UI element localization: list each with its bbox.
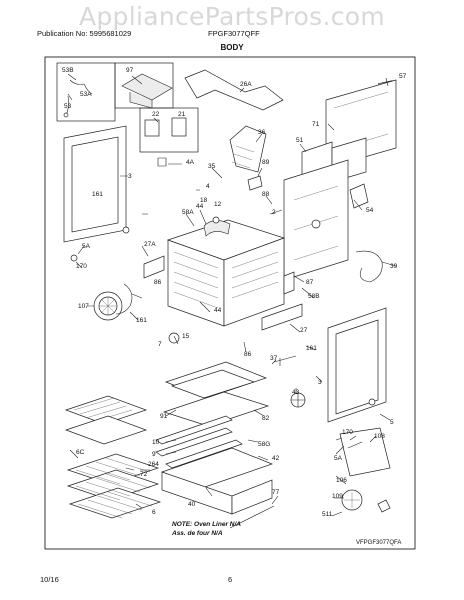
footer-date: 10/16 [40, 575, 59, 584]
callout-label: 77 [272, 489, 280, 496]
callout-label: 91 [160, 413, 168, 420]
callout-label: 44 [214, 307, 222, 314]
callout-label: 7 [158, 341, 162, 348]
callout-label: 86 [244, 351, 252, 358]
callout-label: 58G [258, 441, 270, 448]
callout-label: 57 [399, 73, 407, 80]
callout-label: 82 [262, 415, 270, 422]
callout-label: 26A [240, 81, 252, 88]
callout-label: 4A [186, 159, 195, 166]
callout-label: 58A [182, 209, 194, 216]
callout-label: 18 [200, 197, 208, 204]
callout-label: 6C [76, 449, 85, 456]
callout-label: 109 [332, 493, 343, 500]
callout-label: 27 [300, 327, 308, 334]
callout-label: 3 [318, 379, 322, 386]
callout-label: 108 [374, 433, 385, 440]
callout-label: 4 [206, 183, 210, 190]
watermark: AppliancePartsPros.com [78, 2, 386, 31]
callout-label: 5A [334, 455, 343, 462]
callout-label: 53B [62, 67, 74, 74]
model-number: FPGF3077QFF [208, 29, 260, 38]
callout-label: 5 [390, 419, 394, 426]
note-line-2: Ass. de four N/A [171, 530, 223, 537]
callout-label: 35 [208, 163, 216, 170]
diagram-frame [44, 56, 416, 550]
callout-label: 89 [262, 159, 270, 166]
kit-box-22 [139, 107, 199, 153]
callout-label: 5A [82, 243, 91, 250]
callout-label: 170 [76, 263, 87, 270]
callout-label: 97 [126, 67, 134, 74]
callout-label: 161 [306, 345, 317, 352]
callout-label: 2 [272, 209, 276, 216]
callout-label: 43 [292, 389, 300, 396]
callout-label: 42 [272, 455, 280, 462]
callout-label: 37 [270, 355, 278, 362]
callout-label: 88 [262, 191, 270, 198]
callout-label: 21 [178, 111, 186, 118]
callout-label: 3 [128, 173, 132, 180]
section-title: BODY [220, 43, 244, 52]
callout-label: 22 [152, 111, 160, 118]
note-line-1: NOTE: Oven Liner N/A [172, 521, 241, 528]
callout-label: 12 [214, 201, 222, 208]
callout-label: 54 [366, 207, 374, 214]
callout-label: 39 [390, 263, 398, 270]
figure-code: VFPGF3077QFA [356, 540, 401, 546]
callout-label: 53A [80, 91, 92, 98]
callout-label: 58B [308, 293, 320, 300]
callout-label: 106 [336, 477, 347, 484]
callout-label: 10 [152, 439, 160, 446]
callout-label: 36 [258, 129, 266, 136]
callout-label: 71 [312, 121, 320, 128]
callout-label: 40 [188, 501, 196, 508]
callout-label: 9 [152, 451, 156, 458]
callout-label: 87 [306, 279, 314, 286]
publication-number: Publication No: 5995681029 [37, 29, 132, 38]
callout-label: 161 [136, 317, 147, 324]
callout-label: 53 [64, 103, 72, 110]
callout-label: 15 [182, 333, 190, 340]
callout-label: 27A [144, 241, 156, 248]
callout-label: 86 [154, 279, 162, 286]
callout-label: 264 [148, 461, 159, 468]
callout-label: 170 [342, 429, 353, 436]
callout-label: 6 [152, 509, 156, 516]
footer-page-number: 6 [228, 575, 233, 584]
callout-label: 44 [196, 203, 204, 210]
callout-label: 51 [296, 137, 304, 144]
callout-label: 107 [78, 303, 89, 310]
callout-label: 72 [140, 471, 148, 478]
callout-label: 511 [322, 511, 333, 518]
callout-label: 161 [92, 191, 103, 198]
